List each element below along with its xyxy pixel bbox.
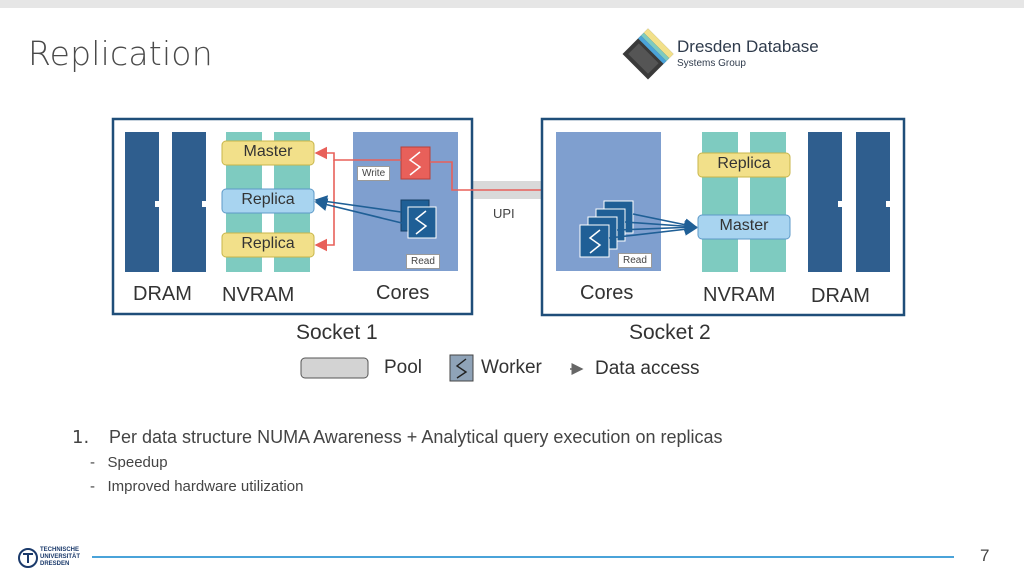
page-number: 7 — [980, 546, 990, 565]
socket2-cores-label: Cores — [580, 282, 634, 304]
tu-line-2: UNIVERSITÄT — [40, 554, 81, 560]
socket1-pool-master — [221, 140, 315, 166]
bullet-main-text: Per data structure NUMA Awareness + Anal… — [109, 427, 723, 447]
socket1-dram — [125, 132, 207, 272]
socket1-pool-replica-2 — [221, 232, 315, 258]
socket2-label: Socket 2 — [629, 321, 711, 344]
bullet-number: 1. — [72, 427, 90, 448]
socket2-read-arrows — [608, 213, 698, 239]
socket1-pool-master-label: Master — [243, 143, 293, 160]
socket1-read-arrows — [314, 195, 407, 225]
tu-line-3: DRESDEN — [40, 561, 70, 567]
logo-mark-icon — [622, 28, 674, 80]
write-tag: Write — [357, 166, 391, 181]
socket1-cores-label: Cores — [376, 282, 430, 304]
upi-label: UPI — [493, 206, 515, 221]
socket2-dram — [808, 132, 891, 272]
socket1-dram-label: DRAM — [133, 283, 192, 305]
tu-line-1: TECHNISCHE — [40, 547, 80, 553]
socket2-read-tag: Read — [618, 253, 652, 268]
tu-dresden-logo: TECHNISCHE UNIVERSITÄT DRESDEN — [18, 546, 88, 570]
page-title: Replication — [28, 34, 213, 73]
socket2-pool-master — [697, 214, 791, 240]
socket1-read-worker-icon — [400, 199, 437, 239]
legend-worker-label: Worker — [481, 357, 542, 378]
socket2-read-worker-icon — [579, 200, 634, 258]
legend-pool-swatch — [300, 357, 369, 379]
socket1-nvram-label: NVRAM — [222, 284, 295, 306]
sub-bullet-2: - Improved hardware utilization — [90, 478, 304, 495]
socket2-dram-label: DRAM — [811, 285, 870, 307]
tu-dresden-mark-icon — [18, 548, 38, 568]
socket2-pool-replica-label: Replica — [717, 155, 771, 172]
replication-diagram — [111, 117, 906, 382]
dresden-database-logo: Dresden Database Systems Group — [620, 24, 860, 84]
socket2-nvram-label: NVRAM — [703, 284, 776, 306]
footer-line — [92, 556, 954, 558]
socket1-pool-replica-2-label: Replica — [241, 235, 295, 252]
socket2-pool-replica — [697, 152, 791, 178]
socket1-pool-replica-1-label: Replica — [241, 191, 295, 208]
socket1-label: Socket 1 — [296, 321, 378, 344]
socket1-write-worker-icon — [400, 146, 431, 180]
socket1-pool-replica-1 — [221, 188, 315, 214]
logo-subtitle: Systems Group — [677, 58, 746, 69]
legend-pool-label: Pool — [384, 357, 423, 378]
logo-name: Dresden Database — [677, 37, 819, 56]
legend-worker-icon — [449, 354, 474, 382]
sub-bullet-1-text: Speedup — [107, 454, 168, 471]
socket1-read-tag: Read — [406, 254, 440, 269]
top-bar — [0, 0, 1024, 8]
tu-dresden-text: TECHNISCHE UNIVERSITÄT DRESDEN — [40, 547, 80, 568]
sub-bullet-2-text: Improved hardware utilization — [107, 478, 304, 495]
sub-bullet-1: - Speedup — [90, 454, 168, 471]
socket2-pool-master-label: Master — [719, 217, 769, 234]
legend-data-access-label: Data access — [595, 358, 700, 379]
